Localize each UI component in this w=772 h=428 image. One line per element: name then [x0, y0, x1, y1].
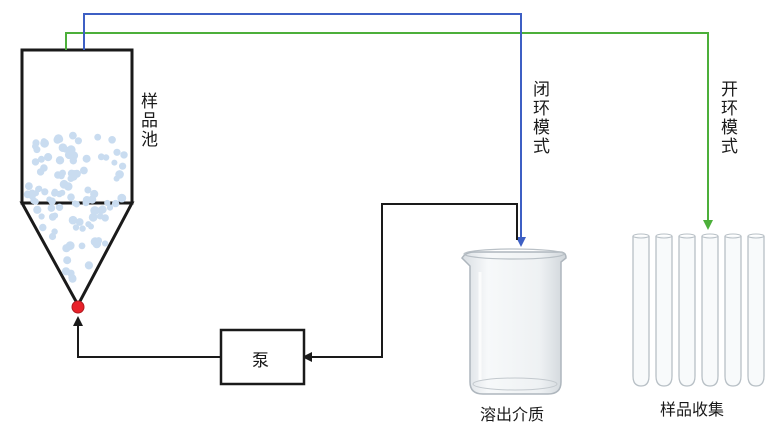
particle: [73, 200, 80, 208]
particle: [84, 261, 93, 270]
particle: [30, 197, 38, 205]
particle: [67, 193, 75, 201]
test-tube-rim: [701, 233, 719, 239]
particle: [48, 213, 57, 221]
particle: [79, 225, 86, 232]
test-tube-icon: [678, 236, 696, 387]
open-loop-label: 开环模式: [717, 80, 737, 156]
particle: [44, 153, 53, 162]
particle: [38, 213, 45, 220]
particle: [102, 240, 109, 247]
test-tube-rim: [632, 233, 650, 239]
particle: [64, 182, 73, 191]
particle: [61, 267, 71, 276]
particle: [65, 241, 75, 251]
test-tube-icon: [655, 236, 673, 387]
particle: [102, 154, 110, 161]
particle: [90, 206, 100, 216]
particle: [55, 203, 64, 211]
particle: [90, 189, 99, 199]
particle: [78, 242, 86, 250]
particle: [33, 205, 42, 214]
particle: [111, 199, 120, 208]
particle: [51, 189, 59, 197]
particle: [33, 146, 41, 154]
particle: [74, 137, 82, 145]
closed-loop-line: [83, 13, 526, 247]
particle: [69, 131, 77, 140]
open-loop-line: [65, 32, 713, 230]
test-tube-rim: [655, 233, 673, 239]
particle: [94, 133, 102, 141]
beaker-icon: [461, 248, 567, 395]
pump-box: [219, 328, 306, 386]
particle: [80, 166, 88, 175]
particle: [113, 175, 120, 182]
particle: [37, 155, 45, 163]
particle: [41, 188, 49, 196]
sample-collection-label: 样品收集: [660, 400, 725, 419]
particle: [97, 206, 105, 215]
test-tube-rim: [747, 233, 765, 239]
sample-pool-cone: [19, 201, 135, 309]
test-tube-icon: [724, 236, 742, 387]
particle: [57, 136, 64, 143]
pump-label: 泵: [252, 351, 269, 371]
particle: [25, 182, 33, 191]
particle: [31, 158, 40, 166]
particle: [82, 154, 91, 163]
test-tube-rim: [724, 233, 742, 239]
particle: [72, 224, 80, 231]
particle: [62, 146, 69, 153]
particle: [69, 172, 78, 181]
particle: [108, 136, 116, 144]
particle: [40, 164, 48, 172]
test-tube-icon: [747, 236, 765, 387]
particle: [97, 153, 105, 161]
particle: [48, 232, 57, 241]
particle: [117, 193, 127, 203]
outlet-dot-icon: [71, 300, 85, 314]
particle: [84, 186, 92, 194]
particle: [55, 156, 65, 165]
particle: [113, 148, 121, 156]
particle: [104, 199, 111, 207]
test-tube-icon: [701, 236, 719, 387]
return-flow-line: [302, 203, 518, 362]
pump-to-pool-line: [73, 316, 221, 358]
particle: [64, 150, 74, 160]
sample-pool-vessel: [19, 48, 135, 314]
particle: [85, 221, 92, 228]
test-tube-icon: [632, 236, 650, 387]
particle: [111, 159, 118, 166]
particle: [90, 213, 97, 220]
particle: [69, 274, 77, 281]
closed-loop-label: 闭环模式: [529, 80, 549, 156]
test-tube-rim: [678, 233, 696, 239]
particle: [68, 215, 78, 225]
particle: [35, 185, 42, 193]
particle: [39, 223, 47, 232]
particle: [69, 157, 78, 165]
particle: [63, 256, 72, 265]
particle: [120, 151, 128, 159]
particle: [54, 171, 62, 179]
particle: [82, 196, 92, 205]
particle: [47, 204, 56, 212]
dissolution-medium-label: 溶出介质: [480, 405, 545, 424]
sample-particles: [23, 131, 128, 283]
sample-collection-tubes: [632, 233, 765, 387]
particle: [106, 204, 114, 211]
particle: [75, 218, 84, 226]
particle: [119, 162, 127, 170]
sample-pool-label: 样品池: [137, 92, 157, 149]
particle: [95, 237, 103, 244]
particle: [96, 212, 104, 220]
particle: [40, 138, 48, 145]
particle: [46, 196, 53, 203]
